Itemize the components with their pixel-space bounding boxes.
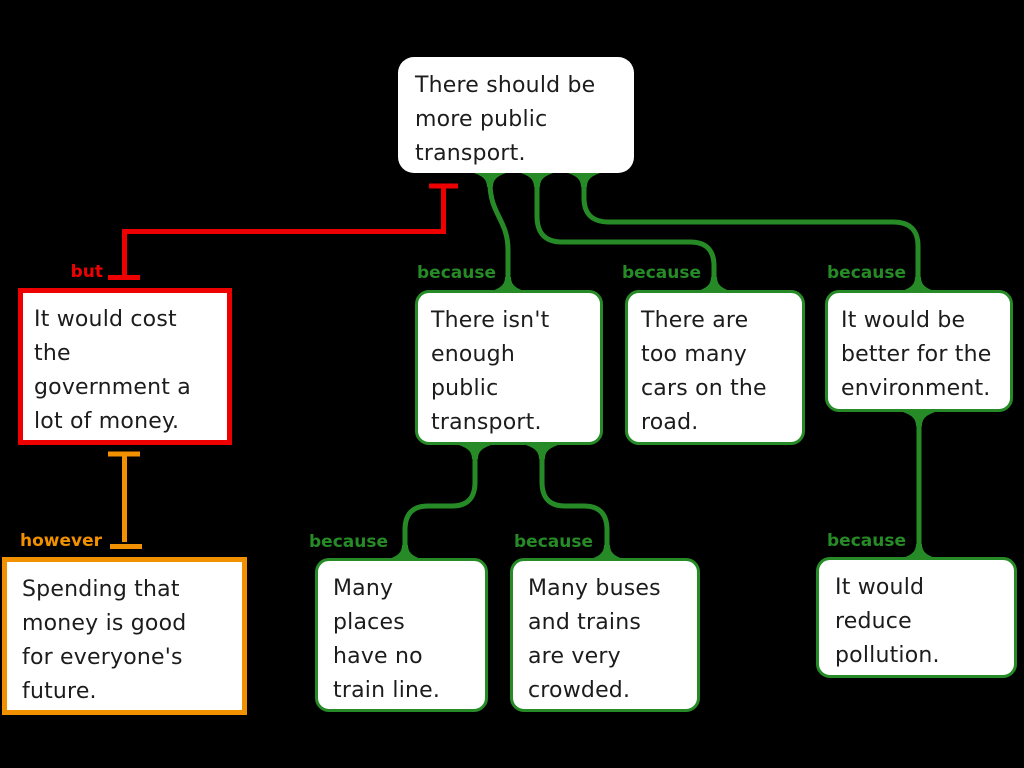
label-because-environment: because: [827, 263, 906, 283]
connector-because-claim-environment: [581, 183, 921, 279]
connector-because-claim-transport: [487, 182, 511, 279]
label-because-pollution: because: [827, 531, 906, 551]
label-but: but: [70, 262, 103, 282]
connector-funnel: [591, 545, 623, 559]
label-because-no-train: because: [309, 532, 388, 552]
connector-because-claim-cars: [534, 183, 717, 279]
node-reason-transport[interactable]: There isn't enough public transport.: [415, 290, 603, 445]
label-because-crowded: because: [514, 532, 593, 552]
connector-funnel: [526, 445, 558, 459]
connector-funnel: [902, 277, 934, 291]
node-claim[interactable]: There should be more public transport.: [398, 57, 634, 173]
connector-funnel: [389, 545, 421, 559]
node-reason-pollution[interactable]: It would reduce pollution.: [816, 557, 1017, 678]
connector-because-transport-crowded: [539, 457, 610, 547]
node-reason-environment[interactable]: It would be better for the environment.: [825, 290, 1013, 412]
connector-funnel: [474, 173, 506, 187]
label-because-cars: because: [622, 263, 701, 283]
connector-funnel: [459, 445, 491, 459]
connector-funnel: [492, 277, 524, 291]
label-because-transport: because: [417, 263, 496, 283]
connector-because-transport-no-train: [402, 457, 478, 547]
node-reason-cars[interactable]: There are too many cars on the road.: [625, 290, 805, 445]
connector-funnel: [521, 173, 553, 187]
node-reason-crowded[interactable]: Many buses and trains are very crowded.: [510, 558, 700, 712]
connector-funnel: [568, 173, 600, 187]
node-objection-cost[interactable]: It would cost the government a lot of mo…: [18, 288, 232, 445]
connector-but-line: [122, 188, 446, 275]
connector-funnel: [903, 544, 935, 558]
connector-funnel: [698, 277, 730, 291]
node-rebuttal-future[interactable]: Spending that money is good for everyone…: [2, 557, 247, 715]
node-reason-no-train[interactable]: Many places have no train line.: [315, 558, 488, 712]
connector-funnel: [903, 412, 935, 426]
label-however: however: [19, 531, 102, 551]
